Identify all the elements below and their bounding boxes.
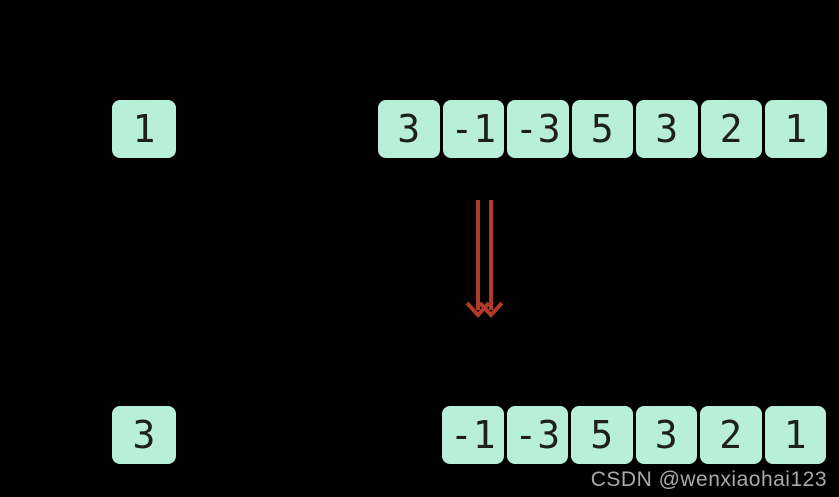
top-result-box: 1 — [112, 100, 176, 158]
top-array-cell: 5 — [571, 100, 633, 158]
bottom-array-cell: -3 — [506, 406, 568, 464]
bottom-array-cell: 5 — [571, 406, 633, 464]
bottom-array-cell: 1 — [764, 406, 826, 464]
top-array-cell: 1 — [765, 100, 827, 158]
bottom-array-cell: 3 — [635, 406, 697, 464]
double-down-arrow-icon — [460, 196, 510, 326]
bottom-array-cell: -1 — [442, 406, 504, 464]
watermark-text: CSDN @wenxiaohai123 — [590, 468, 827, 491]
top-array-cell: -3 — [507, 100, 569, 158]
top-array-cell: 3 — [636, 100, 698, 158]
bottom-array-cell: 2 — [700, 406, 762, 464]
top-array-cell: 2 — [700, 100, 762, 158]
top-array-cell: 3 — [378, 100, 440, 158]
top-array-cell: -1 — [442, 100, 504, 158]
bottom-result-box: 3 — [112, 406, 176, 464]
